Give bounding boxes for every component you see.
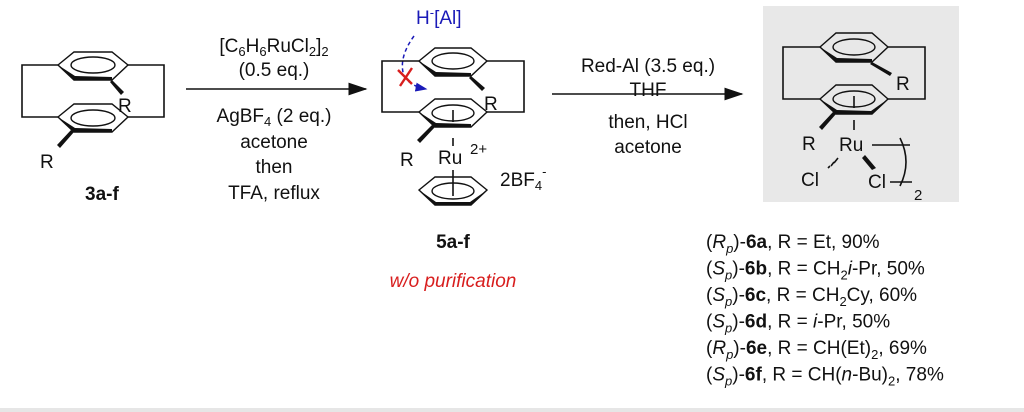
benzene-ring-bottom <box>417 98 489 146</box>
wedge-bond <box>862 155 876 170</box>
ethylene-bridge-left <box>782 46 820 100</box>
result-row-6a: (Rp)-6a, R = Et, 90% <box>706 232 880 256</box>
result-row-6f: (Sp)-6f, R = CH(n-Bu)2, 78% <box>706 365 944 389</box>
benzene-ring-coordinated <box>417 170 489 206</box>
reagent-red-al: Red-Al (3.5 eq.) <box>581 56 715 77</box>
hashed-bond <box>827 157 839 169</box>
ethylene-bridge-left <box>381 60 419 113</box>
benzene-ring-bottom <box>56 103 130 148</box>
substituent-r-top: R <box>484 94 498 115</box>
reaction-step-2: Red-Al (3.5 eq.) THF then, HCl acetone <box>552 56 744 158</box>
substituent-r-bottom: R <box>802 134 816 155</box>
counterion-bf4: 2BF4- <box>500 164 546 193</box>
ethylene-bridge-right <box>888 46 926 100</box>
benzene-ring-top <box>417 47 489 91</box>
step-then-hcl: then, HCl <box>608 112 687 133</box>
ligand-cl-2: Cl <box>868 172 886 193</box>
benzene-ring-top <box>818 32 892 76</box>
blocked-x-icon <box>397 67 413 87</box>
solvent-acetone-2: acetone <box>614 137 682 158</box>
reagent-tfa-reflux: TFA, reflux <box>228 183 320 204</box>
solvent-acetone-1: acetone <box>240 132 308 153</box>
compound-5a-f: H-[Al] R R Ru 2+ 2BF4- <box>381 5 546 292</box>
reaction-step-1: [C6H6RuCl2]2 (0.5 eq.) AgBF4 (2 eq.) ace… <box>186 36 368 204</box>
metal-ru: Ru <box>438 148 462 169</box>
ligand-cl-1: Cl <box>801 170 819 191</box>
hydride-attack-path <box>401 35 415 77</box>
dimer-subscript: 2 <box>914 187 922 204</box>
reagent-agbf4: AgBF4 (2 eq.) <box>217 106 332 129</box>
result-row-6e: (Rp)-6e, R = CH(Et)2, 69% <box>706 338 927 362</box>
ethylene-bridge-left <box>21 64 58 118</box>
compound-3a-f: R R 3a-f <box>21 51 165 205</box>
reagent-ru-dimer: [C6H6RuCl2]2 <box>219 36 328 59</box>
result-row-6d: (Sp)-6d, R = i-Pr, 50% <box>706 312 890 336</box>
ethylene-bridge-right <box>487 60 525 113</box>
compound-6a-f: R R Ru Cl Cl 2 <box>763 6 959 204</box>
result-row-6b: (Sp)-6b, R = CH2i-Pr, 50% <box>706 259 925 283</box>
solvent-thf: THF <box>630 80 667 101</box>
hydride-label: H-[Al] <box>416 5 462 29</box>
reagent-ru-equiv: (0.5 eq.) <box>239 60 310 81</box>
footer-strip <box>0 408 1024 412</box>
metal-ru: Ru <box>839 135 863 156</box>
substituent-r-top: R <box>896 74 910 95</box>
compound-label-5a-f: 5a-f <box>436 232 470 253</box>
note-without-purification: w/o purification <box>390 271 517 292</box>
result-row-6c: (Sp)-6c, R = CH2Cy, 60% <box>706 285 917 309</box>
benzene-ring-bottom <box>818 84 890 130</box>
substituent-r-bottom: R <box>40 152 54 173</box>
benzene-ring-top <box>56 51 130 95</box>
charge-2plus: 2+ <box>470 141 487 158</box>
step-then-1: then <box>256 157 293 178</box>
results-list: (Rp)-6a, R = Et, 90% (Sp)-6b, R = CH2i-Pr… <box>706 232 944 389</box>
compound-label-3a-f: 3a-f <box>85 184 119 205</box>
product-highlight-box <box>763 6 959 202</box>
substituent-r-bottom: R <box>400 150 414 171</box>
ethylene-bridge-right <box>128 64 165 118</box>
